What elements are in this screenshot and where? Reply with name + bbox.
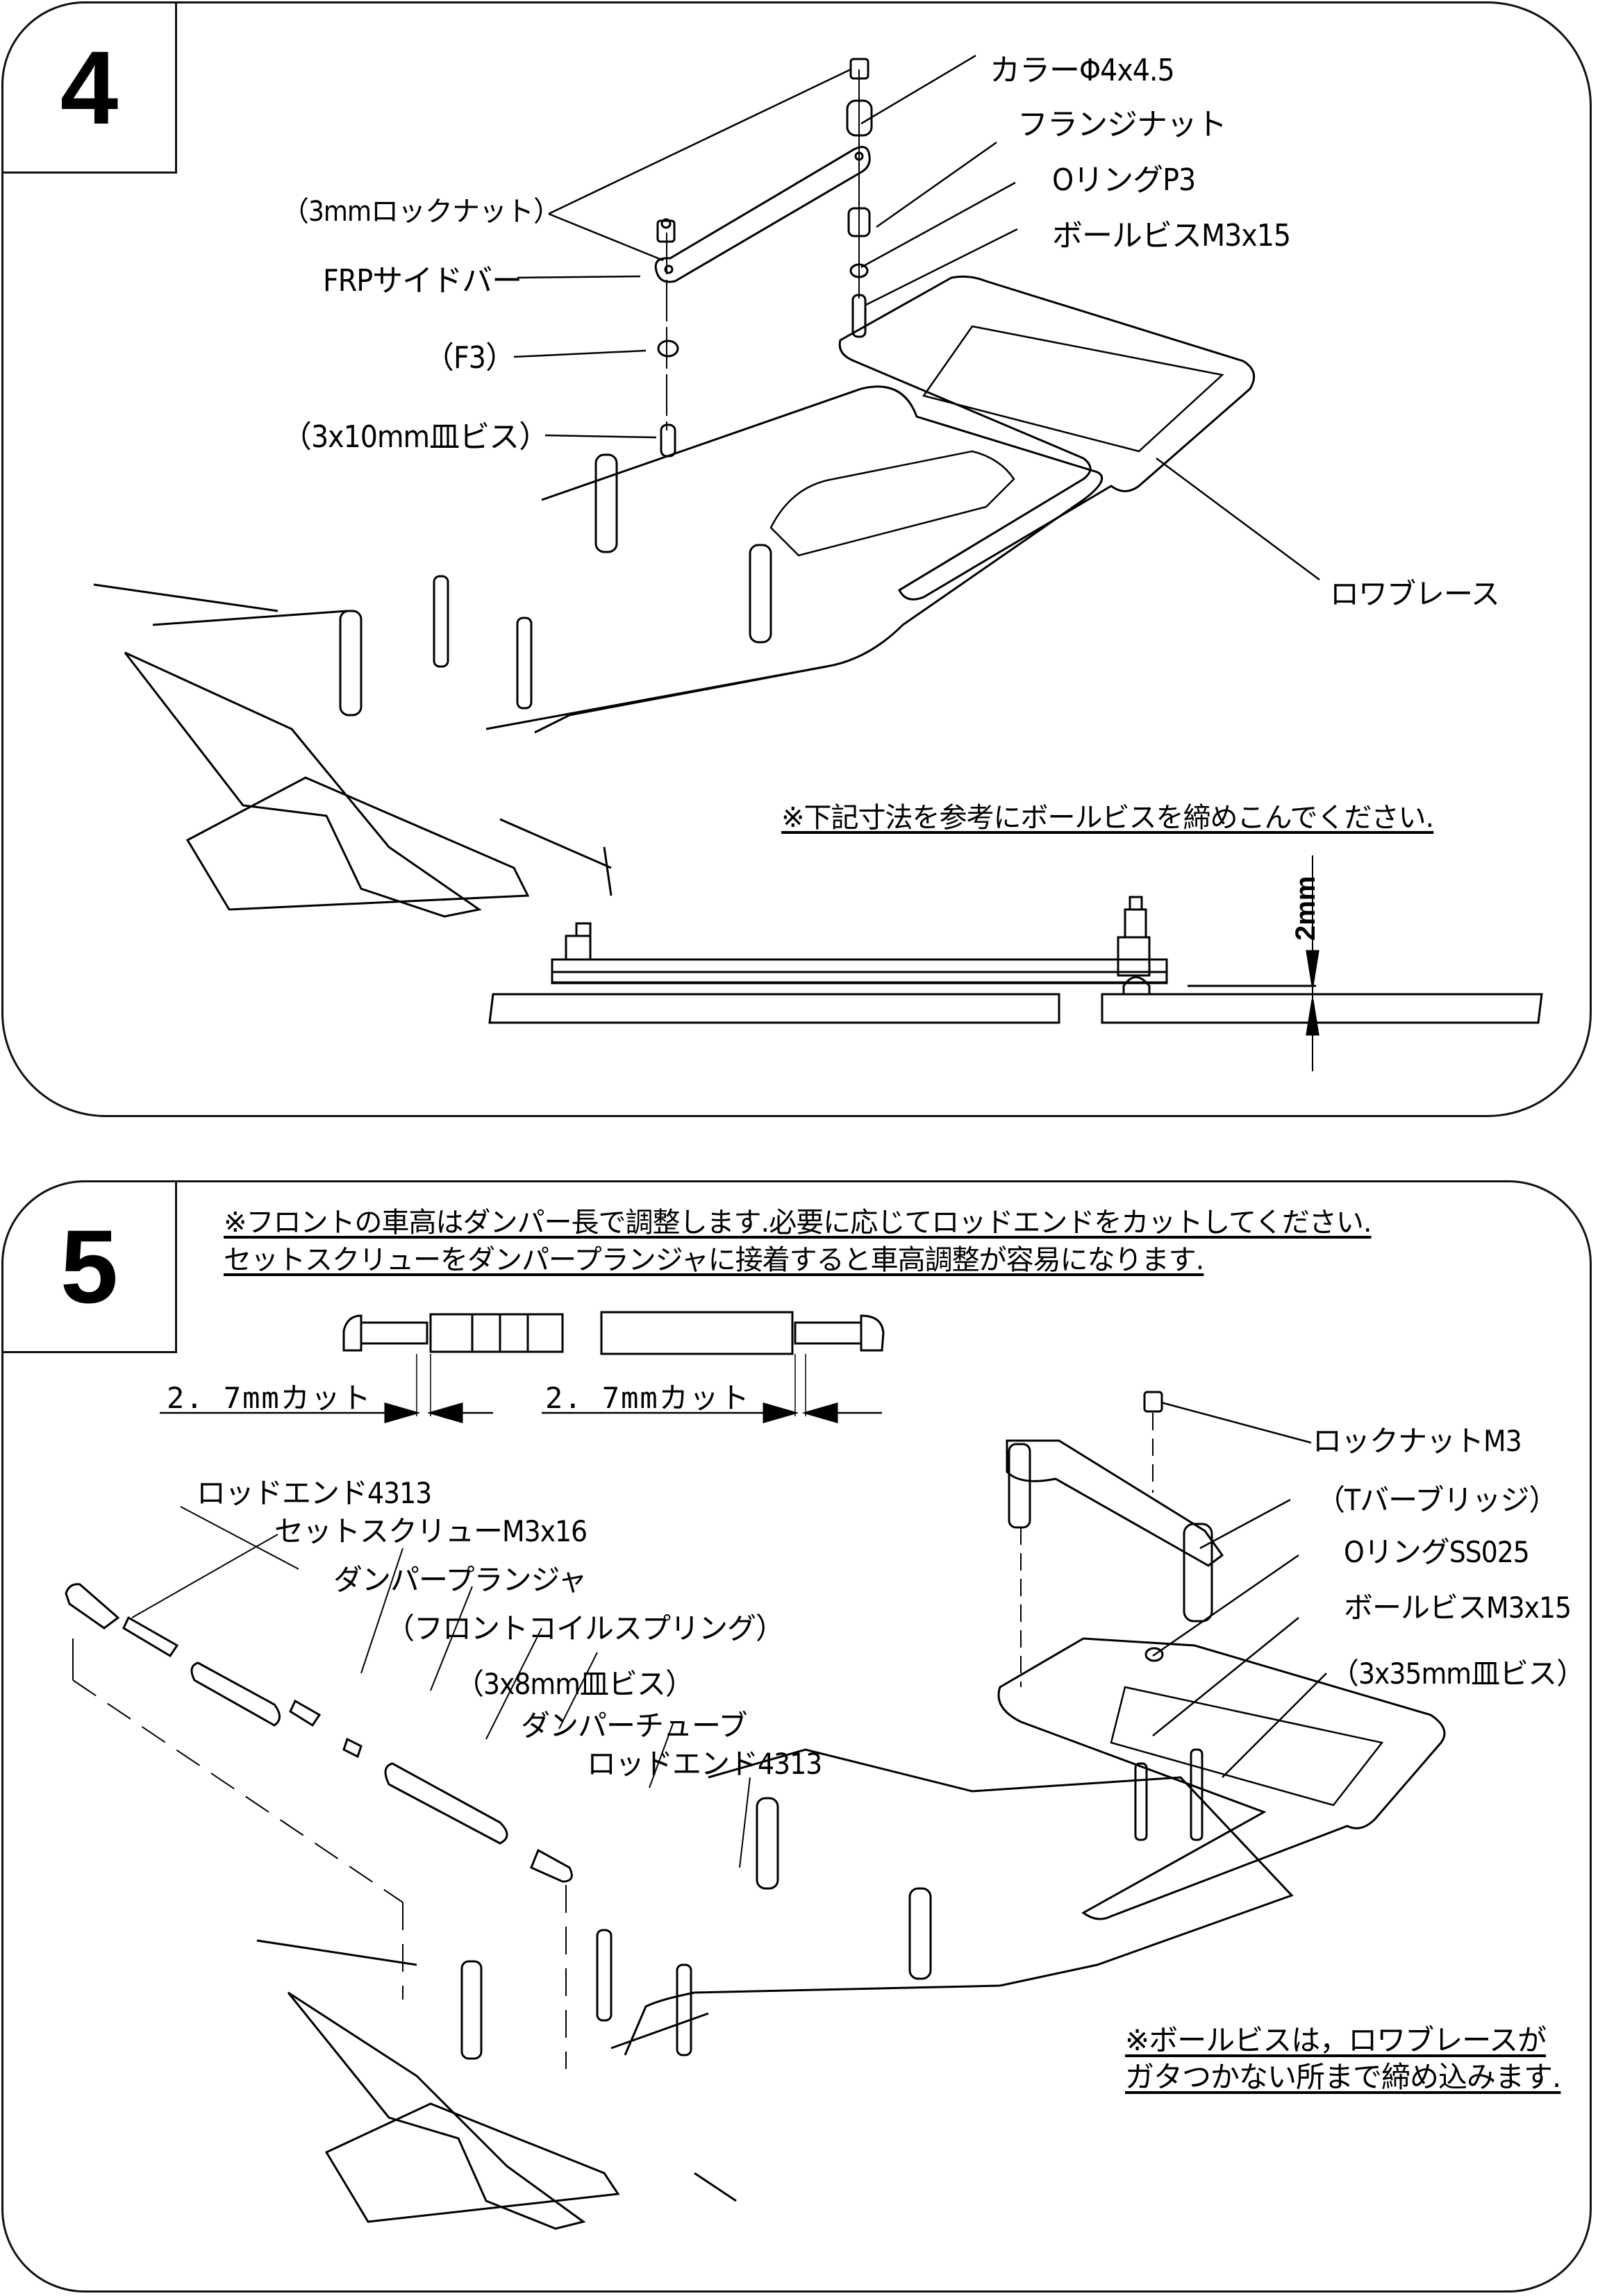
step-5-bottom-note-1: ※ボールビスは，ロワブレースが — [1125, 2023, 1547, 2057]
lower-brace-part — [840, 276, 1254, 599]
side-bar-part — [656, 147, 869, 282]
chassis-plate — [625, 1750, 1292, 2055]
front-suspension — [257, 1930, 736, 2229]
post — [1135, 1763, 1147, 1840]
label-o-ring-ss025: OリングSS025 — [1344, 1535, 1530, 1569]
label-rod-end-4313-b: ロッドエンド4313 — [587, 1747, 822, 1781]
label-front-coil-spring: （フロントコイルスプリング） — [385, 1611, 785, 1645]
label-frp-side-bar: FRPサイドバー — [323, 263, 522, 299]
damper-exploded — [66, 1507, 750, 2069]
step-4-note: ※下記寸法を参考にボールビスを締めこんでください. — [781, 802, 1434, 834]
leader-lines-right — [1153, 1402, 1326, 1777]
ball-screw-part — [853, 295, 865, 337]
post — [1191, 1750, 1202, 1840]
label-f3: （F3） — [424, 340, 516, 376]
flange-nut-part — [849, 208, 869, 236]
chassis-plate — [535, 387, 1102, 732]
post — [750, 545, 771, 642]
f3-washer — [658, 341, 678, 356]
post — [757, 1798, 778, 1888]
lock-nut-m3-part — [1144, 1392, 1162, 1411]
step-5-note-1: ※フロントの車高はダンパー長で調整します.必要に応じてロッドエンドをカットしてく… — [224, 1207, 1372, 1239]
step-5-bottom-note-2: ガタつかない所まで締め込みます. — [1125, 2060, 1561, 2094]
label-collar: カラーΦ4x4.5 — [990, 53, 1175, 88]
lower-brace-part — [999, 1639, 1444, 1919]
cut-label-right: 2. 7mmカット — [545, 1381, 751, 1415]
label-o-ring-p3: OリングP3 — [1052, 162, 1196, 198]
front-suspension — [94, 576, 826, 916]
post — [596, 455, 617, 552]
label-lock-nut-m3: ロックナットM3 — [1313, 1424, 1522, 1458]
post — [910, 1888, 931, 1979]
ride-height-detail — [490, 855, 1542, 1071]
nut-top — [851, 59, 868, 78]
label-damper-tube: ダンパーチューブ — [521, 1709, 747, 1743]
step-number: 4 — [3, 3, 177, 174]
label-rod-end-4313-a: ロッドエンド4313 — [197, 1476, 432, 1510]
label-set-screw: セットスクリューM3x16 — [274, 1514, 588, 1548]
label-ball-screw-m3x15: ボールビスM3x15 — [1344, 1591, 1572, 1625]
label-damper-plunger: ダンパープランジャ — [333, 1563, 587, 1597]
step-5-note-2: セットスクリューをダンパープランジャに接着すると車高調整が容易になります. — [224, 1244, 1204, 1276]
step-4-panel: 4 — [1, 1, 1592, 1117]
label-flat-screw-3x35: （3x35mm皿ビス） — [1330, 1657, 1585, 1691]
label-ball-screw-m3x15: ボールビスM3x15 — [1052, 218, 1291, 253]
t-bar-bridge-part — [1007, 1392, 1222, 1687]
label-lower-brace: ロワブレース — [1330, 577, 1500, 611]
rod-end-cut-detail — [160, 1312, 883, 1422]
step-4-drawing — [0, 0, 1607, 1118]
label-flange-nut: フランジナット — [1017, 107, 1227, 142]
label-lock-nut-3mm: （3mmロックナット） — [281, 196, 561, 228]
label-flat-screw-3x8: （3x8mm皿ビス） — [455, 1667, 694, 1701]
lock-nut-part — [658, 219, 674, 242]
label-t-bar-bridge: （Tバーブリッジ） — [1316, 1483, 1558, 1517]
collar-part — [847, 101, 872, 135]
step-5-panel: 5 — [1, 1180, 1592, 2293]
o-ring-part — [851, 265, 867, 277]
step-number: 5 — [3, 1182, 177, 1353]
label-flat-screw-3x10: （3x10mm皿ビス） — [281, 419, 549, 455]
leader-lines — [514, 56, 1319, 580]
cut-label-left: 2. 7mmカット — [167, 1381, 372, 1415]
